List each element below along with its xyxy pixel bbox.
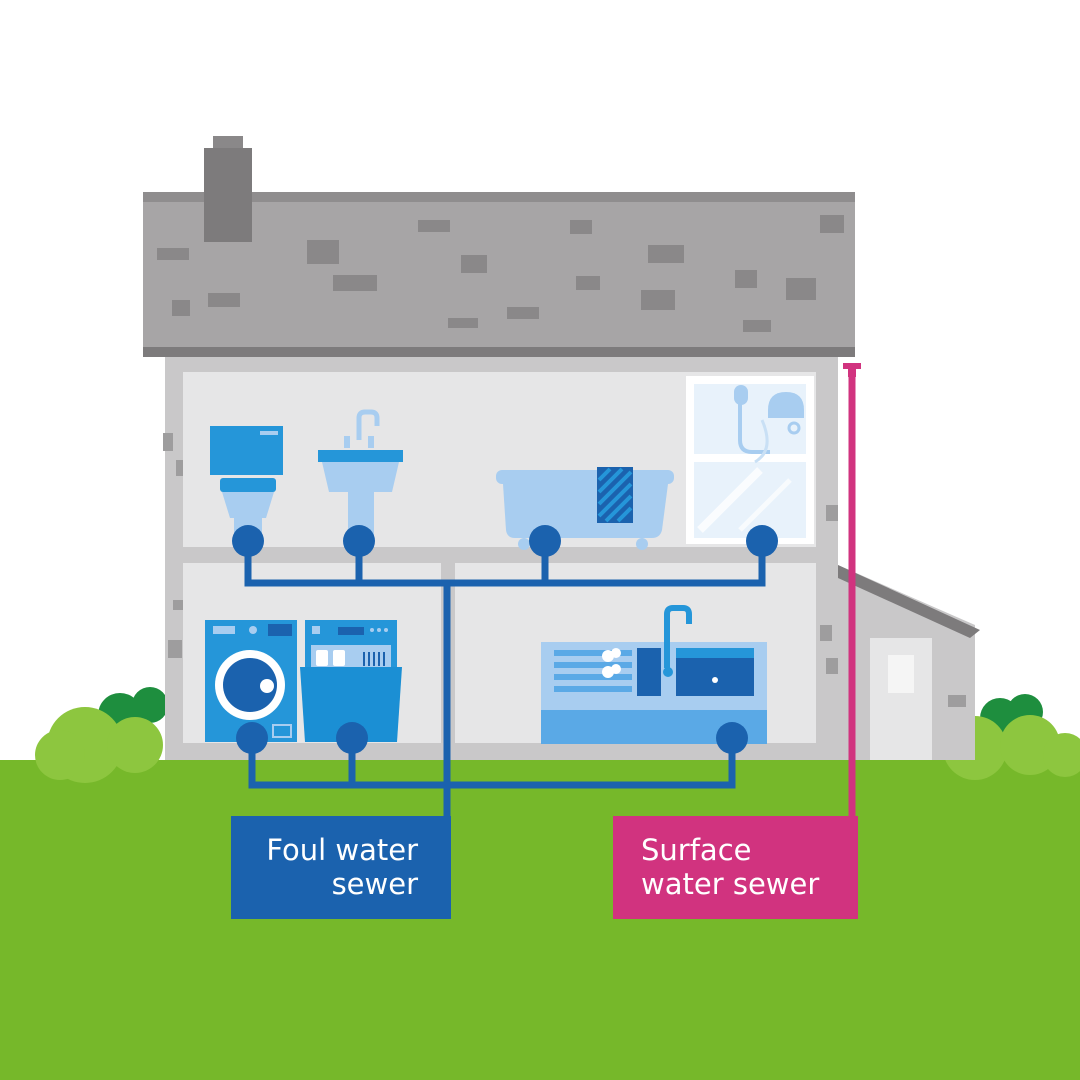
foul-label-bg — [231, 816, 451, 919]
foul-label-line-2: sewer — [331, 867, 418, 901]
wall-bricks — [163, 433, 838, 674]
chimney-icon — [204, 136, 252, 242]
bathtub-icon — [496, 467, 674, 550]
surface-label-line-1: Surface — [641, 833, 752, 867]
surface-water-sewer-label: Surface water sewer — [613, 816, 858, 919]
bush-icon-left — [35, 687, 168, 783]
foul-water-connectors — [232, 525, 778, 754]
shower-icon — [686, 376, 814, 544]
roof — [143, 192, 855, 357]
surface-label-bg — [613, 816, 858, 919]
foul-water-sewer-label: Foul water sewer — [231, 816, 451, 919]
grass-ground — [0, 760, 1080, 1080]
surface-label-line-2: water sewer — [641, 867, 820, 901]
dishwasher-icon — [300, 620, 402, 742]
bathroom-sink-icon — [318, 409, 403, 536]
washing-machine-icon — [205, 620, 297, 742]
house-extension — [838, 565, 980, 760]
kitchen-sink-icon — [541, 605, 767, 744]
surface-water-pipe — [843, 363, 861, 820]
foul-label-line-1: Foul water — [266, 833, 418, 867]
toilet-icon — [210, 426, 283, 536]
